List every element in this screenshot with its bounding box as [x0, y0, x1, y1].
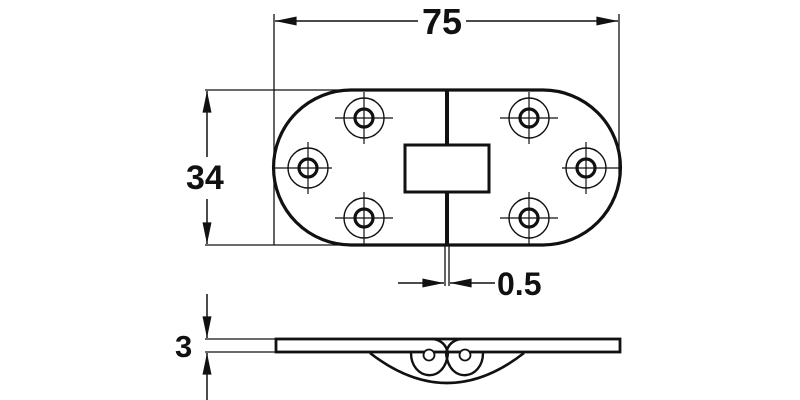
screw-hole-left-top	[335, 92, 393, 144]
screw-hole-left-bottom	[335, 192, 393, 245]
plate-outline	[271, 88, 623, 247]
knuckle-left	[409, 337, 450, 377]
hinge-side-view	[274, 337, 622, 385]
height-dimension-label: 34	[186, 157, 224, 199]
gap-dimension-label: 0.5	[497, 266, 542, 302]
knuckle-right	[444, 337, 485, 377]
thickness-dimension-label: 3	[175, 329, 193, 364]
width-dimension-label: 75	[418, 4, 467, 40]
center-knuckle-rect	[403, 143, 491, 194]
screw-hole-left-middle	[275, 142, 332, 194]
pin-left	[422, 348, 436, 362]
pin-right	[458, 348, 472, 362]
screw-hole-right-middle	[562, 142, 619, 194]
gap-dimension	[398, 245, 495, 288]
screw-hole-right-bottom	[500, 192, 558, 245]
thickness-dimension	[202, 294, 276, 400]
screw-hole-right-top	[500, 92, 558, 144]
hinge-top-view	[271, 88, 623, 247]
knuckle-outer-arc	[369, 351, 525, 385]
